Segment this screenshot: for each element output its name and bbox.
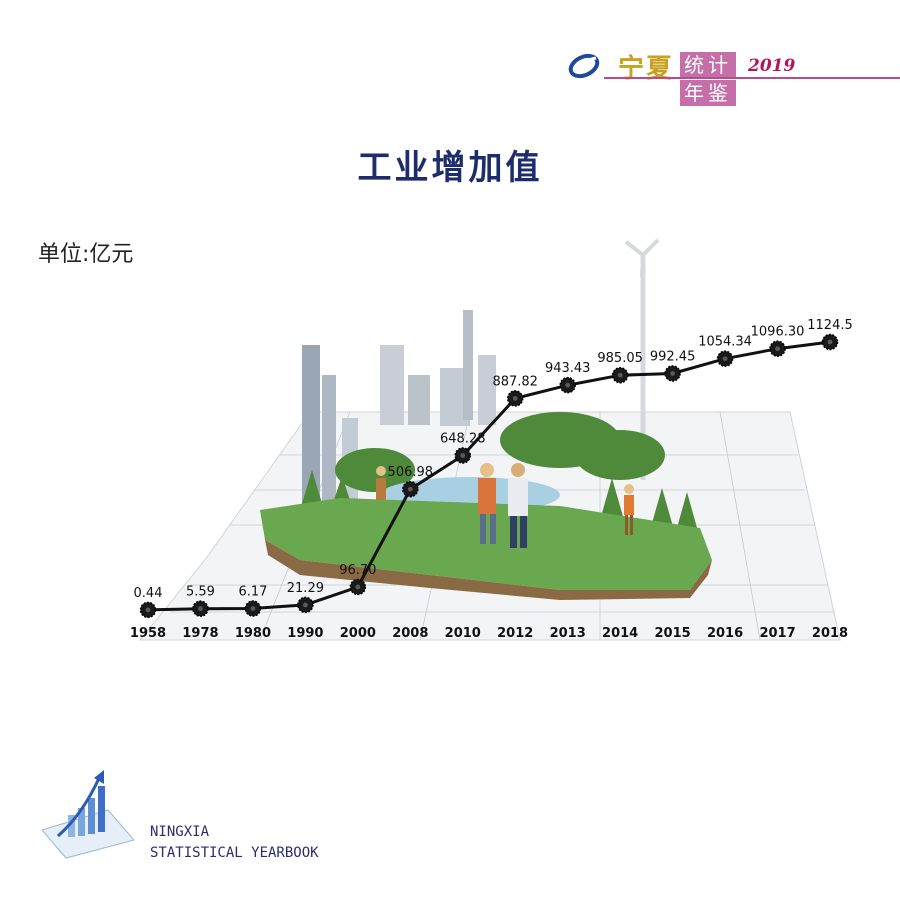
series-line: [147, 340, 831, 612]
value-label-2010: 648.28: [440, 431, 486, 446]
brand-box-top: 统计: [680, 52, 736, 78]
brand-box-bottom: 年鉴: [680, 80, 736, 106]
x-tick-label-1978: 1978: [182, 626, 218, 641]
data-point-2017: [769, 340, 786, 357]
series-marks: [139, 333, 839, 619]
data-point-2008: [402, 480, 419, 498]
x-tick-label-2013: 2013: [550, 626, 586, 641]
value-label-2012: 887.82: [492, 374, 538, 389]
value-label-1978: 5.59: [186, 585, 215, 600]
footer-line-2: STATISTICAL YEARBOOK: [150, 845, 319, 861]
x-tick-label-2018: 2018: [812, 626, 848, 641]
data-point-1958: [139, 601, 157, 619]
header-divider: [604, 77, 900, 79]
value-label-2018: 1124.5: [807, 318, 853, 333]
x-tick-label-1990: 1990: [287, 626, 323, 641]
data-point-2018: [821, 333, 839, 351]
data-point-1978: [192, 600, 209, 617]
value-label-1958: 0.44: [134, 586, 163, 601]
x-tick-label-2016: 2016: [707, 626, 743, 641]
value-label-2016: 1054.34: [698, 335, 752, 350]
x-tick-label-2010: 2010: [445, 626, 481, 641]
value-label-1990: 21.29: [287, 581, 324, 596]
footer-line-1: NINGXIA: [150, 824, 210, 840]
yearbook-logo-icon: [568, 53, 600, 79]
value-label-2000: 96.70: [339, 563, 376, 578]
x-tick-labels: 1958 1978 1980 1990 2000 2008 2010 2012 2013 2014…: [130, 626, 848, 641]
x-tick-label-2015: 2015: [655, 626, 691, 641]
value-label-2017: 1096.30: [751, 325, 805, 340]
data-point-1980: [244, 600, 262, 617]
x-tick-label-2008: 2008: [392, 626, 428, 641]
data-point-2010: [454, 447, 472, 464]
page-title: 工业增加值: [357, 148, 543, 188]
x-tick-label-1980: 1980: [235, 626, 271, 641]
value-label-2013: 943.43: [545, 361, 591, 376]
bar-chart-logo-icon: [41, 770, 135, 859]
x-tick-label-2012: 2012: [497, 626, 533, 641]
data-point-2013: [559, 376, 576, 394]
data-point-1990: [297, 596, 314, 614]
unit-label: 单位:亿元: [38, 242, 134, 267]
value-label-1980: 6.17: [238, 585, 267, 600]
x-tick-label-2000: 2000: [340, 626, 376, 641]
data-point-2016: [716, 350, 734, 367]
footer-text: NINGXIA STATISTICAL YEARBOOK: [150, 822, 319, 864]
brand-name: 宁夏: [618, 54, 675, 84]
value-label-2008: 506.98: [388, 465, 434, 480]
background-illustration: [138, 238, 841, 641]
brand-year: 2019: [748, 56, 796, 76]
data-point-2000: [349, 578, 367, 596]
x-tick-label-1958: 1958: [130, 626, 166, 641]
x-tick-label-2017: 2017: [759, 626, 795, 641]
value-label-2014: 985.05: [597, 351, 643, 366]
value-label-2015: 992.45: [650, 349, 696, 364]
data-point-2014: [611, 366, 629, 384]
value-labels: 0.44 5.59 6.17 21.29 96.70 506.98 648.28 887.82…: [134, 318, 853, 601]
data-point-2015: [664, 365, 681, 382]
data-point-2012: [506, 390, 524, 407]
x-tick-label-2014: 2014: [602, 626, 638, 641]
